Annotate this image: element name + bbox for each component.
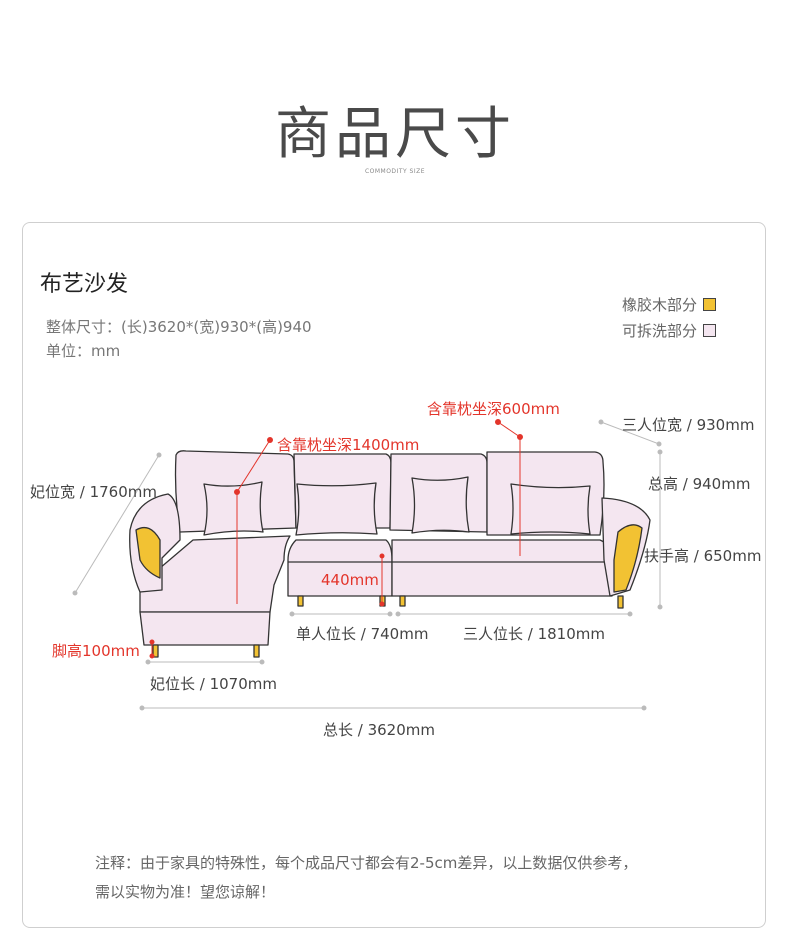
cushion-depth-chaise-pointer bbox=[236, 439, 271, 493]
seat-three bbox=[391, 539, 613, 597]
product-name: 布艺沙发 bbox=[40, 272, 129, 297]
unit-text: 单位：mm bbox=[46, 342, 121, 360]
armrest-right-wood bbox=[613, 524, 643, 593]
cushion-depth-chaise-label: 含靠枕坐深1400mm bbox=[277, 436, 420, 454]
total-length-label: 总长 / 3620mm bbox=[323, 721, 435, 739]
seat-height-label: 440mm bbox=[321, 571, 379, 589]
fabric-swatch-icon bbox=[703, 324, 717, 337]
legend-item-wood: 橡胶木部分 bbox=[622, 294, 717, 315]
leg-2 bbox=[253, 644, 260, 658]
legend-label-fabric: 可拆洗部分 bbox=[622, 322, 698, 340]
product-size-card bbox=[22, 222, 766, 928]
legend-label-wood: 橡胶木部分 bbox=[622, 296, 698, 314]
page-title: 商品尺寸 bbox=[275, 102, 515, 167]
page-subtitle: COMMODITY SIZE bbox=[364, 168, 426, 175]
cushion-depth-main-pointer bbox=[497, 421, 521, 438]
overall-size-text: 整体尺寸：(长)3620*(宽)930*(高)940 bbox=[46, 318, 312, 336]
leg-1 bbox=[152, 644, 159, 658]
note-line-1: 注释：由于家具的特殊性，每个成品尺寸都会有2-5cm差异，以上数据仅供参考， bbox=[95, 854, 638, 872]
pillow-chaise bbox=[203, 481, 264, 536]
depth-line bbox=[600, 421, 660, 445]
chaise-base bbox=[139, 611, 271, 646]
wood-swatch-icon bbox=[703, 298, 717, 311]
chaise-width-line bbox=[74, 454, 160, 594]
chaise-length-label: 妃位长 / 1070mm bbox=[150, 675, 277, 693]
pillow-middle bbox=[411, 476, 470, 534]
leg-3 bbox=[297, 595, 304, 607]
cushion-depth-main-label: 含靠枕坐深600mm bbox=[427, 400, 560, 418]
armrest-height-label: 扶手高 / 650mm bbox=[644, 547, 762, 565]
total-height-label: 总高 / 940mm bbox=[648, 475, 751, 493]
pillow-right bbox=[510, 483, 591, 535]
leg-height-label: 脚高100mm bbox=[52, 642, 140, 660]
armrest-left-wood bbox=[135, 526, 161, 579]
leg-5 bbox=[399, 595, 406, 607]
legend-item-fabric: 可拆洗部分 bbox=[622, 320, 717, 341]
note-line-2: 需以实物为准！望您谅解！ bbox=[95, 883, 276, 901]
chaise-width-label: 妃位宽 / 1760mm bbox=[30, 483, 157, 501]
three-seat-width-label: 三人位宽 / 930mm bbox=[622, 416, 755, 434]
chaise-seat bbox=[139, 535, 291, 613]
leg-6 bbox=[617, 595, 624, 609]
three-seat-length-label: 三人位长 / 1810mm bbox=[463, 625, 605, 643]
single-seat-length-label: 单人位长 / 740mm bbox=[296, 625, 429, 643]
pillow-single bbox=[295, 482, 378, 536]
